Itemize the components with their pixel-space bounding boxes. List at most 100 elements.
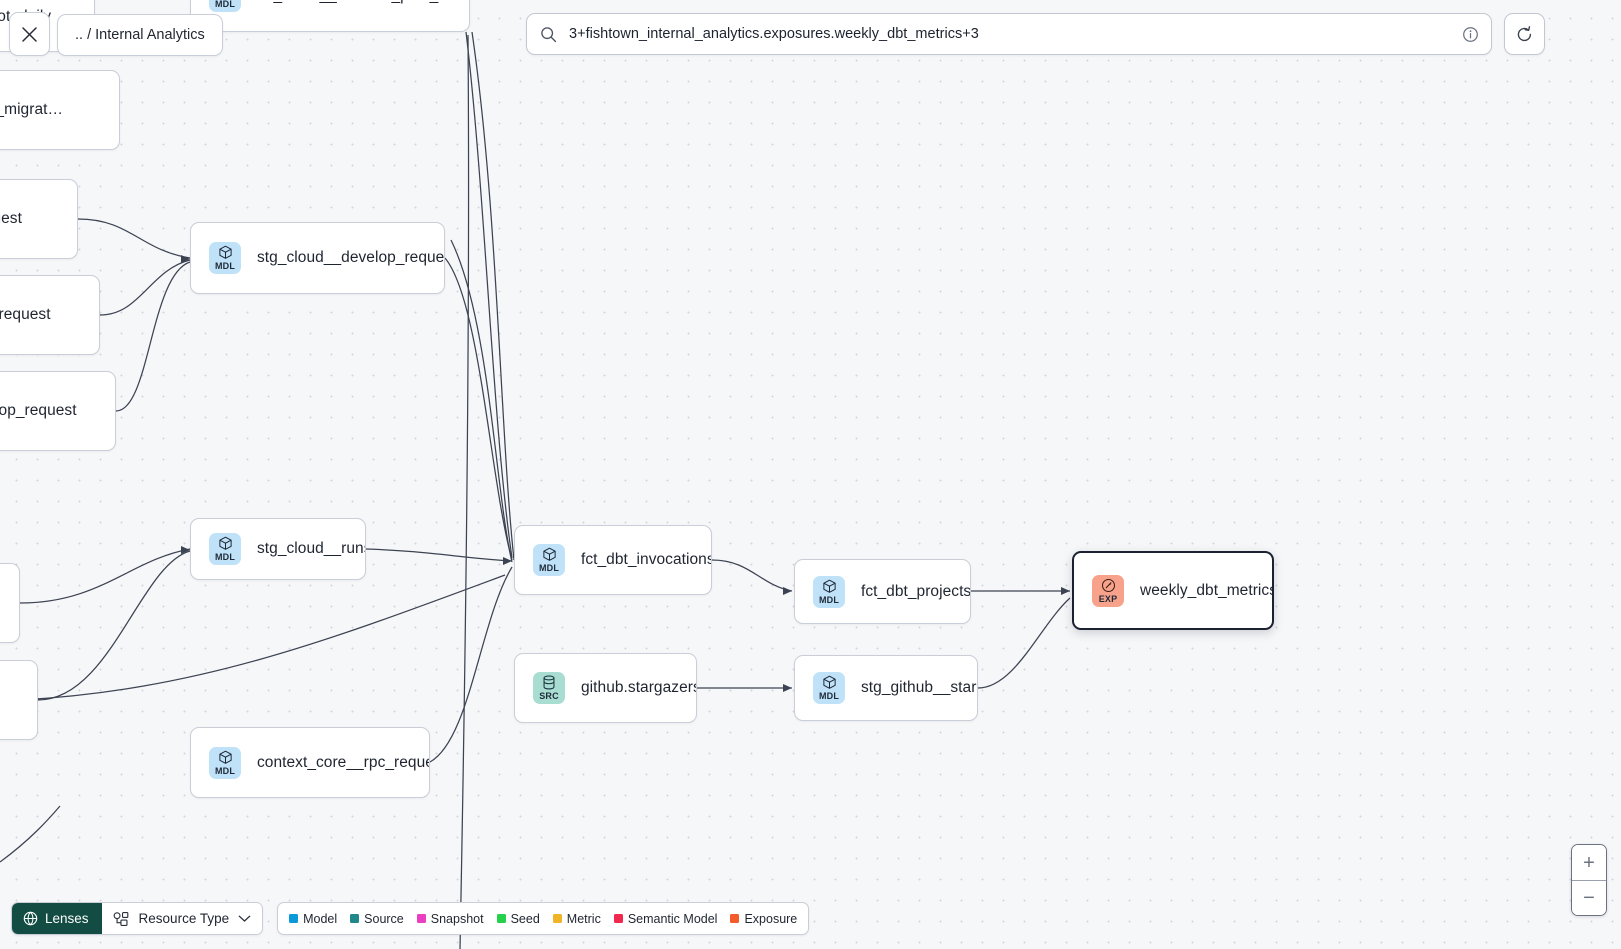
graph-node-develop_request_b[interactable]: MDL…velop_request <box>0 275 100 355</box>
node-type-badge-label: MDL <box>214 765 236 776</box>
legend-item-model[interactable]: Model <box>289 912 337 926</box>
legend-item-source[interactable]: Source <box>350 912 404 926</box>
node-type-badge-mdl: MDL <box>209 242 241 274</box>
node-label: multicell_migrat… <box>0 101 64 118</box>
legend-swatch <box>613 914 623 923</box>
cube-icon <box>822 579 836 593</box>
legend-swatch <box>289 914 299 923</box>
node-type-badge-mdl: MDL <box>813 672 845 704</box>
node-label: int_cloud__account_plan_history <box>257 0 469 5</box>
legend-label: Snapshot <box>430 911 484 926</box>
graph-node-stg_github__stars[interactable]: MDL stg_github__stars <box>794 655 978 721</box>
graph-node-multicell_migration[interactable]: MDLmulticell_migrat… <box>0 70 120 150</box>
close-button[interactable] <box>9 12 50 56</box>
top-toolbar: .. / Internal Analytics <box>0 0 1621 62</box>
node-type-badge-label: MDL <box>818 594 840 605</box>
cube-icon <box>218 750 232 764</box>
legend-label: Seed <box>510 911 540 926</box>
graph-node-left_run_b[interactable]: MDL….run <box>0 660 38 740</box>
graph-node-int_cloud__account_plan_history[interactable]: MDL int_cloud__account_plan_history <box>190 0 470 32</box>
node-type-badge-label: MDL <box>214 0 236 9</box>
node-label: context_core__rpc_request <box>257 753 430 771</box>
database-icon <box>543 675 555 690</box>
resource-type-label: Resource Type <box>138 911 230 926</box>
breadcrumb-label: .. / Internal Analytics <box>75 27 205 43</box>
legend-swatch <box>730 914 740 923</box>
resource-type-legend: Model Source Snapshot Seed Metric Semantic Mo… <box>277 902 810 935</box>
legend-swatch <box>416 914 426 923</box>
zoom-in-button[interactable]: + <box>1572 845 1606 880</box>
refresh-icon <box>1517 25 1532 41</box>
graph-node-fct_dbt_projects[interactable]: MDL fct_dbt_projects <box>794 559 971 624</box>
legend-item-snapshot[interactable]: Snapshot <box>416 911 484 926</box>
node-label: github.stargazers <box>581 679 697 696</box>
node-label: …_develop_request <box>0 402 77 419</box>
node-type-badge-label: MDL <box>818 691 840 701</box>
bottom-toolbar: Lenses Resource Type Model Source Snapshot… <box>11 902 810 935</box>
legend-item-semantic-model[interactable]: Semantic Model <box>613 911 718 926</box>
close-icon <box>22 26 37 42</box>
legend-item-metric[interactable]: Metric <box>552 911 601 926</box>
legend-swatch <box>552 914 562 923</box>
graph-node-left_run_a[interactable]: MDL…n <box>0 563 20 643</box>
legend-swatch <box>350 914 360 923</box>
node-type-badge-mdl: MDL <box>533 544 565 576</box>
chevron-down-icon <box>238 915 251 922</box>
node-label: stg_github__stars <box>861 679 978 696</box>
graph-node-fct_dbt_invocations[interactable]: MDL fct_dbt_invocations <box>514 525 712 595</box>
cube-icon <box>218 245 232 259</box>
node-type-badge-exp: EXP <box>1092 574 1124 607</box>
node-label: stg_cloud__develop_requests <box>257 249 445 266</box>
node-label: …p_request <box>0 210 22 227</box>
graph-node-develop_request_c[interactable]: MDL…_develop_request <box>0 371 116 451</box>
graph-node-weekly_dbt_metrics[interactable]: EXP weekly_dbt_metrics <box>1072 551 1274 630</box>
breadcrumb[interactable]: .. / Internal Analytics <box>57 14 223 56</box>
node-label: fct_dbt_invocations <box>581 551 712 568</box>
search-icon <box>541 26 557 42</box>
lenses-label: Lenses <box>45 911 89 926</box>
cube-icon <box>218 536 232 550</box>
search-bar[interactable] <box>526 13 1492 55</box>
legend-label: Source <box>364 911 404 926</box>
node-type-badge-label: MDL <box>214 261 236 271</box>
info-circle-icon[interactable] <box>1462 26 1479 43</box>
search-input[interactable] <box>557 26 1462 42</box>
graph-node-context_core__rpc_request[interactable]: MDL context_core__rpc_request <box>190 727 430 798</box>
node-type-badge-label: MDL <box>214 552 236 562</box>
legend-label: Model <box>303 911 338 926</box>
legend-label: Semantic Model <box>627 911 718 926</box>
lenses-button[interactable]: Lenses <box>12 903 102 934</box>
graph-node-stg_cloud__runs[interactable]: MDL stg_cloud__runs <box>190 518 366 580</box>
graph-node-github.stargazers[interactable]: SRC github.stargazers <box>514 653 697 723</box>
cube-icon <box>822 675 836 689</box>
refresh-button[interactable] <box>1504 13 1545 55</box>
resource-type-icon <box>113 911 128 926</box>
graph-node-stg_cloud__develop_requests[interactable]: MDL stg_cloud__develop_requests <box>190 222 445 294</box>
lenses-group: Lenses Resource Type <box>11 902 264 935</box>
legend-label: Metric <box>566 911 601 926</box>
node-type-badge-label: EXP <box>1098 593 1118 604</box>
node-label: …velop_request <box>0 306 51 323</box>
zoom-out-button[interactable]: − <box>1572 880 1606 915</box>
node-type-badge-src: SRC <box>533 672 565 704</box>
gauge-icon <box>1101 578 1115 592</box>
graph-node-develop_request_a[interactable]: MDL…p_request <box>0 179 78 259</box>
node-label: stg_cloud__runs <box>257 540 366 557</box>
node-label: fct_dbt_projects <box>861 582 971 600</box>
node-type-badge-mdl: MDL <box>209 746 241 779</box>
legend-swatch <box>496 914 506 923</box>
cube-icon <box>542 547 556 561</box>
legend-item-seed[interactable]: Seed <box>496 911 540 926</box>
legend-item-exposure[interactable]: Exposure <box>730 912 797 926</box>
resource-type-dropdown[interactable]: Resource Type <box>101 903 263 934</box>
node-type-badge-mdl: MDL <box>813 575 845 608</box>
node-type-badge-mdl: MDL <box>209 0 241 12</box>
zoom-controls: + − <box>1571 844 1607 916</box>
legend-label: Exposure <box>744 911 798 926</box>
lens-icon <box>23 911 38 926</box>
node-type-badge-label: MDL <box>538 563 560 573</box>
node-type-badge-mdl: MDL <box>209 533 241 565</box>
node-label: weekly_dbt_metrics <box>1140 581 1274 599</box>
